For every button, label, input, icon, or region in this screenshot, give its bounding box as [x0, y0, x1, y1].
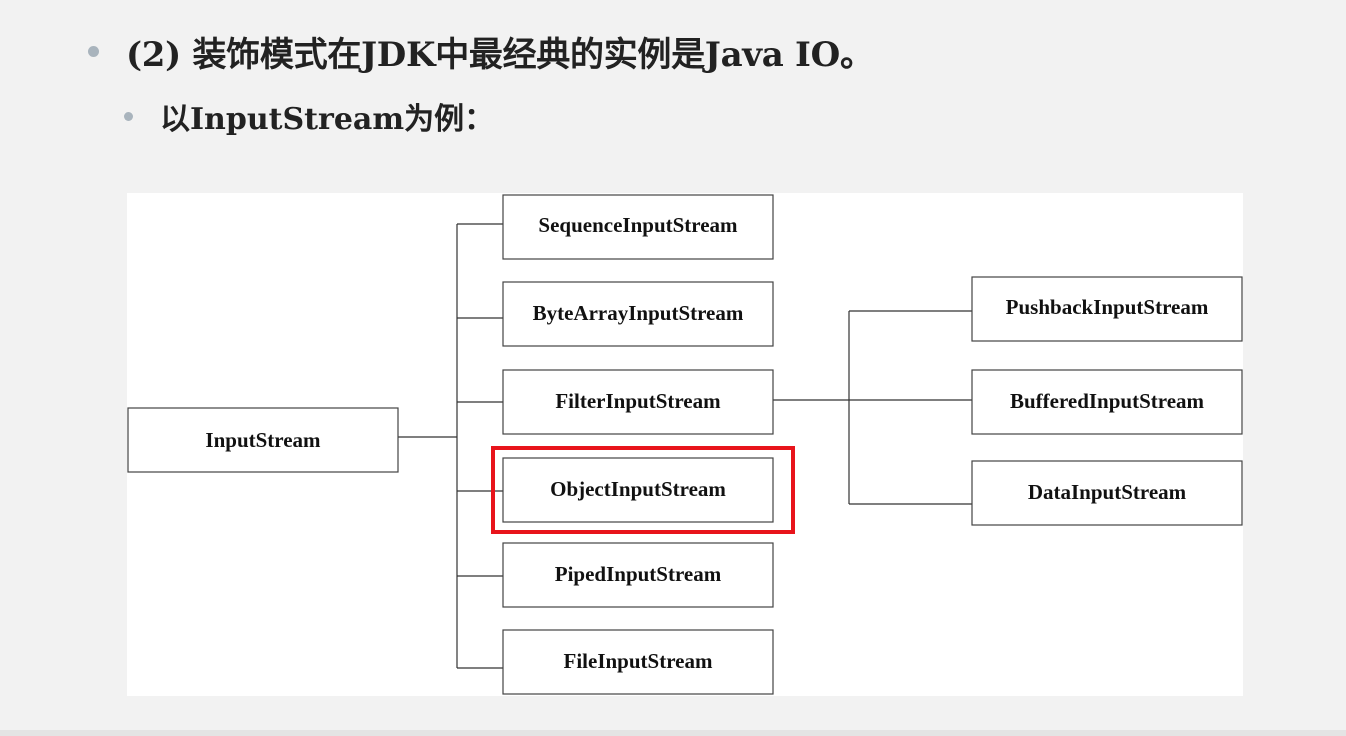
node-label: ByteArrayInputStream	[533, 301, 744, 325]
node-label: SequenceInputStream	[538, 213, 738, 237]
node-label: ObjectInputStream	[550, 477, 726, 501]
node-label: PipedInputStream	[555, 562, 722, 586]
node-pipedinputstream: PipedInputStream	[502, 542, 774, 608]
node-label: PushbackInputStream	[1006, 295, 1209, 319]
connectors-filter	[773, 310, 972, 505]
slide-bottom-edge	[0, 730, 1346, 736]
node-datainputstream: DataInputStream	[971, 460, 1243, 526]
bullet-dot	[88, 45, 99, 57]
bullet-level-2: 以InputStream为例：	[124, 92, 494, 140]
node-fileinputstream: FileInputStream	[502, 629, 774, 695]
node-objectinputstream: ObjectInputStream	[502, 457, 774, 523]
node-filterinputstream: FilterInputStream	[502, 369, 774, 435]
bullet-text-inputstream-example: 以InputStream为例：	[160, 102, 495, 137]
node-bytearrayinputstream: ByteArrayInputStream	[502, 281, 774, 347]
connectors-root	[398, 223, 503, 669]
node-label: FilterInputStream	[555, 389, 721, 413]
bullet-level-1: (2) 装饰模式在JDK中最经典的实例是Java IO。	[88, 24, 874, 78]
node-inputstream: InputStream	[127, 407, 399, 473]
bullet-dot	[124, 111, 133, 121]
node-sequenceinputstream: SequenceInputStream	[502, 194, 774, 260]
inputstream-class-diagram: InputStream SequenceInputStream ByteArra…	[127, 193, 1243, 696]
node-label: FileInputStream	[564, 649, 713, 673]
node-pushbackinputstream: PushbackInputStream	[971, 276, 1243, 342]
node-label: InputStream	[205, 428, 321, 452]
node-label: BufferedInputStream	[1010, 389, 1205, 413]
node-bufferedinputstream: BufferedInputStream	[971, 369, 1243, 435]
highlight-objectinputstream	[491, 446, 795, 534]
node-label: DataInputStream	[1028, 480, 1187, 504]
class-diagram-svg: InputStream SequenceInputStream ByteArra…	[127, 194, 1243, 695]
bullet-text-decorator-jdk: (2) 装饰模式在JDK中最经典的实例是Java IO。	[126, 34, 874, 75]
